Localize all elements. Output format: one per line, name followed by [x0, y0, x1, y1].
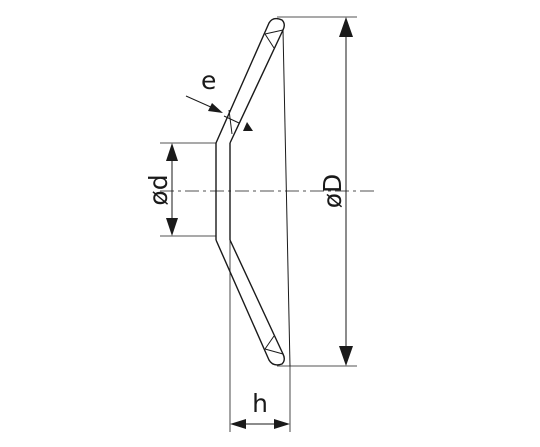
arrow-D-top — [339, 17, 353, 37]
outer-face — [282, 29, 291, 367]
arrow-d-top — [166, 143, 178, 161]
arrow-e-outer — [208, 103, 223, 113]
washer-profile-upper — [215, 17, 285, 144]
label-thickness: e — [201, 66, 216, 95]
rim-detail-lower — [264, 335, 284, 355]
label-outer-diameter: øD — [318, 174, 347, 209]
thickness-mark-b — [228, 109, 233, 135]
washer-profile-lower — [215, 239, 285, 366]
thickness-mark-a — [223, 115, 240, 124]
arrow-h-left — [230, 419, 246, 429]
label-height: h — [252, 389, 268, 418]
arrow-e-inner — [243, 122, 253, 131]
arrow-D-bottom — [339, 346, 353, 366]
label-inner-diameter: ød — [144, 174, 173, 205]
rim-detail-upper — [264, 29, 284, 49]
washer-bore — [215, 143, 231, 240]
leader-e — [185, 95, 214, 109]
arrow-h-right — [274, 419, 290, 429]
arrow-d-bottom — [166, 218, 178, 236]
